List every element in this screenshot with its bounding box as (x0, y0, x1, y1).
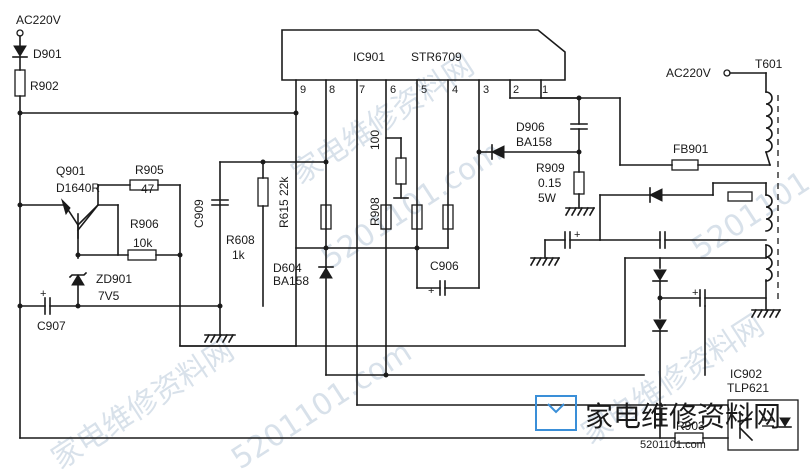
diode-d604: D604 BA158 (273, 261, 334, 288)
zd901-label: ZD901 (96, 272, 132, 286)
capacitor-c907: + C907 (37, 288, 221, 333)
watermark-text: 5201101.com (225, 334, 418, 471)
ic901-pin-1: 1 (542, 84, 548, 96)
ic901-label: IC901 (353, 50, 385, 64)
transformer-ac-label: AC220V (666, 66, 711, 80)
capacitor-c906: C906 + (428, 259, 480, 297)
ic901-pin-6: 6 (390, 84, 396, 96)
fb901-label: FB901 (673, 142, 709, 156)
site-logo: 家电维修资料网 5201101.com (535, 395, 781, 451)
r908-label: R908 (368, 197, 382, 226)
ground-symbol (564, 206, 596, 217)
r615-label: R615 (277, 199, 291, 228)
resistor-r908: R908 100 (368, 130, 409, 226)
ground-symbol (529, 256, 561, 267)
site-logo-url: 5201101.com (640, 439, 706, 451)
watermark-text: 5201101 (685, 165, 811, 267)
r902-label: R902 (30, 79, 59, 93)
ic901-pin-3: 3 (483, 84, 489, 96)
ground-symbol (203, 333, 236, 344)
r909-label: R909 (536, 161, 565, 175)
svg-text:+: + (428, 285, 434, 297)
resistor-r903: R903 (674, 419, 729, 444)
diode-aux (599, 187, 663, 203)
zener-zd901: ZD901 7V5 (68, 271, 132, 307)
ic902-part-label: TLP621 (727, 381, 769, 395)
ic901-pin-4: 4 (452, 84, 458, 96)
d901-label: D901 (33, 47, 62, 61)
resistor-r608: R608 1k (226, 233, 255, 262)
q901-label: Q901 (56, 164, 86, 178)
svg-text:+: + (692, 287, 698, 299)
diode-out1 (652, 257, 668, 282)
ic901-pin-7: 7 (359, 84, 365, 96)
ac-input-label: AC220V (16, 13, 61, 27)
resistor-r905: R905 47 (129, 163, 181, 346)
r905-label: R905 (135, 163, 164, 177)
resistor-r615: R615 22k (257, 159, 291, 307)
d906-label: D906 (516, 120, 545, 134)
ground-symbol (750, 308, 782, 319)
t601-label: T601 (755, 57, 783, 71)
d604-part-label: BA158 (273, 274, 309, 288)
ic901-package: IC901 STR6709 9 8 7 6 5 4 3 2 1 (281, 29, 566, 96)
ac-input: AC220V (16, 13, 61, 47)
resistor-r902: R902 (14, 69, 59, 97)
c907-label: C907 (37, 319, 66, 333)
resistor-r906: R906 10k (75, 217, 183, 261)
r905-value: 47 (141, 182, 155, 196)
d604-label: D604 (273, 261, 302, 275)
q901-part-label: D1640R (56, 181, 100, 195)
ic902-label: IC902 (730, 367, 762, 381)
r906-value: 10k (133, 236, 153, 250)
c909-label: C909 (192, 199, 206, 228)
r608-label: R608 (226, 233, 255, 247)
c906-label: C906 (430, 259, 459, 273)
ic901-pin-9: 9 (300, 84, 306, 96)
svg-text:+: + (574, 229, 580, 241)
r906-label: R906 (130, 217, 159, 231)
diode-d901: D901 (12, 45, 62, 71)
ic901-part-label: STR6709 (411, 50, 462, 64)
ic901-pin-5: 5 (421, 84, 427, 96)
transformer-t601: T601 AC220V (666, 57, 783, 300)
diode-d906: D906 BA158 (478, 120, 580, 160)
r909-power: 5W (538, 191, 557, 205)
watermark-text: 家电维修资料网 (45, 333, 240, 471)
capacitor-c909: C909 (192, 199, 229, 228)
r909-value: 0.15 (538, 176, 562, 190)
optocoupler-ic902: IC902 TLP621 (727, 367, 799, 451)
ic901-pin-8: 8 (329, 84, 335, 96)
r608-value: 1k (232, 248, 246, 262)
zd901-value: 7V5 (98, 289, 120, 303)
ic901-pin-2: 2 (513, 84, 519, 96)
svg-text:+: + (40, 288, 46, 300)
transistor-q901: Q901 D1640R (56, 164, 131, 259)
resistor-r909: R909 0.15 5W (536, 161, 585, 209)
d906-part-label: BA158 (516, 135, 552, 149)
site-logo-text: 家电维修资料网 (585, 400, 781, 433)
r903-label: R903 (676, 419, 705, 433)
r615-value: 22k (277, 176, 291, 196)
r908-value: 100 (368, 130, 382, 150)
diode-out2 (652, 319, 668, 332)
